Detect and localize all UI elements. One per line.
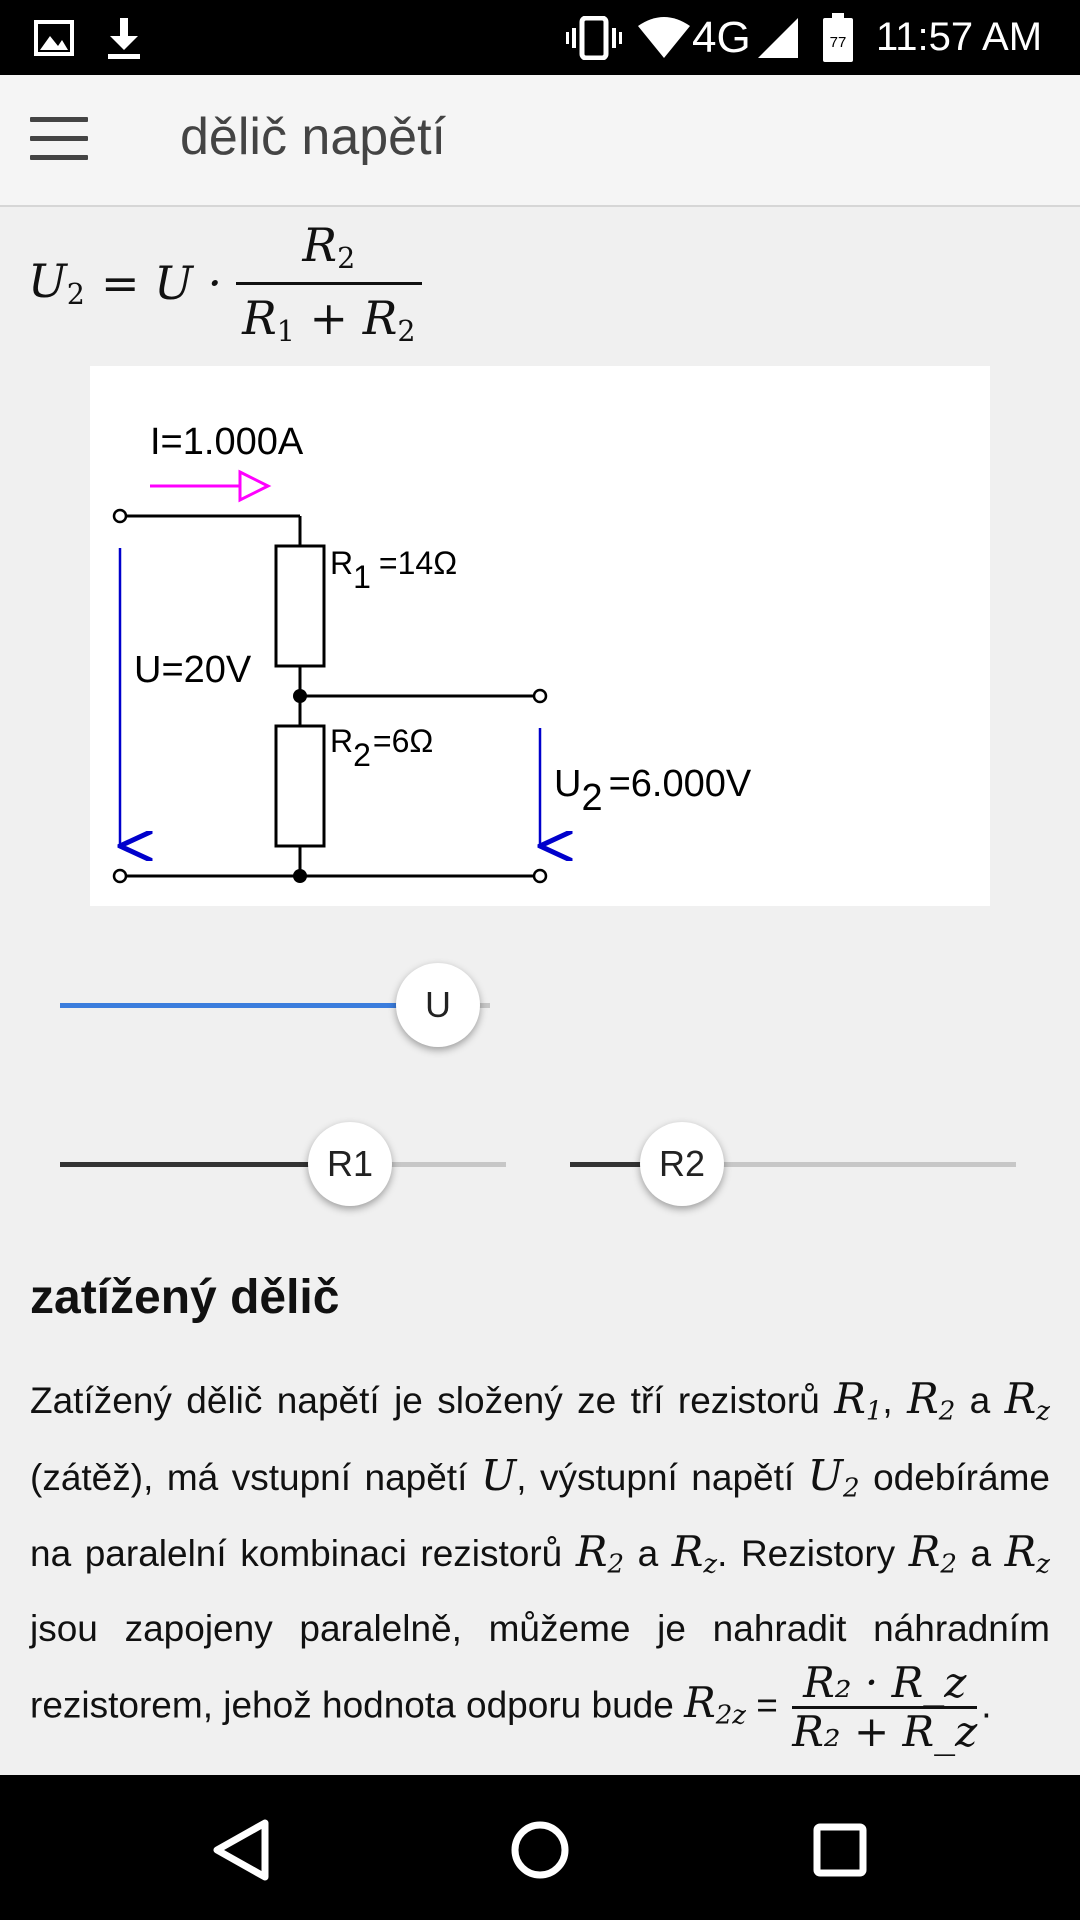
voltage-divider-formula: U2 = U · R2 R1 + R2 (28, 218, 422, 348)
recents-icon[interactable] (795, 1805, 885, 1895)
current-arrow (150, 469, 272, 503)
battery-level: 77 (830, 34, 847, 51)
formula-numerator: R2 (302, 218, 356, 276)
section-title: zatížený dělič (30, 1271, 340, 1324)
network-type: 4G (692, 12, 751, 62)
terminal (532, 868, 548, 884)
terminal (112, 508, 128, 524)
clock: 11:57 AM (876, 15, 1043, 59)
page-title: dělič napětí (180, 108, 446, 166)
resistor-r1 (274, 544, 326, 668)
current-label: I=1.000A (150, 421, 304, 463)
battery-icon: 77 (822, 0, 854, 75)
slider-r1-knob[interactable]: R1 (308, 1122, 392, 1206)
image-notification-icon (34, 0, 74, 75)
slider-u-fill (60, 1003, 438, 1008)
home-icon[interactable] (495, 1805, 585, 1895)
wifi-icon (636, 0, 692, 75)
slider-r2-track[interactable] (570, 1162, 1016, 1167)
menu-icon[interactable] (28, 113, 90, 165)
vibrate-icon (566, 0, 622, 75)
formula-denominator: R1 + R2 (236, 281, 422, 348)
slider-r2-knob[interactable]: R2 (640, 1122, 724, 1206)
junction-node (293, 689, 307, 703)
terminal (112, 868, 128, 884)
circuit-diagram: I=1.000A U=20V R1=14Ω R2=6Ω U2=6.000V (90, 366, 990, 906)
status-bar: 4G 77 11:57 AM (0, 0, 1080, 75)
navigation-bar (0, 1775, 1080, 1920)
formula-lhs: U2 (28, 254, 85, 312)
r2-label: R2=6Ω (330, 723, 433, 773)
r1-label: R1=14Ω (330, 545, 457, 595)
signal-icon (756, 0, 800, 75)
formula-fraction: R2 R1 + R2 (236, 218, 422, 348)
terminal (532, 688, 548, 704)
slider-u-knob[interactable]: U (396, 963, 480, 1047)
slider-r1-fill (60, 1162, 350, 1167)
u2-label: U2=6.000V (554, 763, 752, 819)
resistor-r2 (274, 724, 326, 848)
junction-node (293, 869, 307, 883)
voltage-label: U=20V (134, 649, 252, 691)
download-notification-icon (106, 0, 142, 75)
app-bar: dělič napětí (0, 75, 1080, 207)
slider-r2-fill (570, 1162, 682, 1167)
back-icon[interactable] (195, 1805, 285, 1895)
formula-mid: = U · (100, 256, 223, 310)
section-body: Zatížený dělič napětí je složený ze tří … (30, 1374, 1051, 1756)
